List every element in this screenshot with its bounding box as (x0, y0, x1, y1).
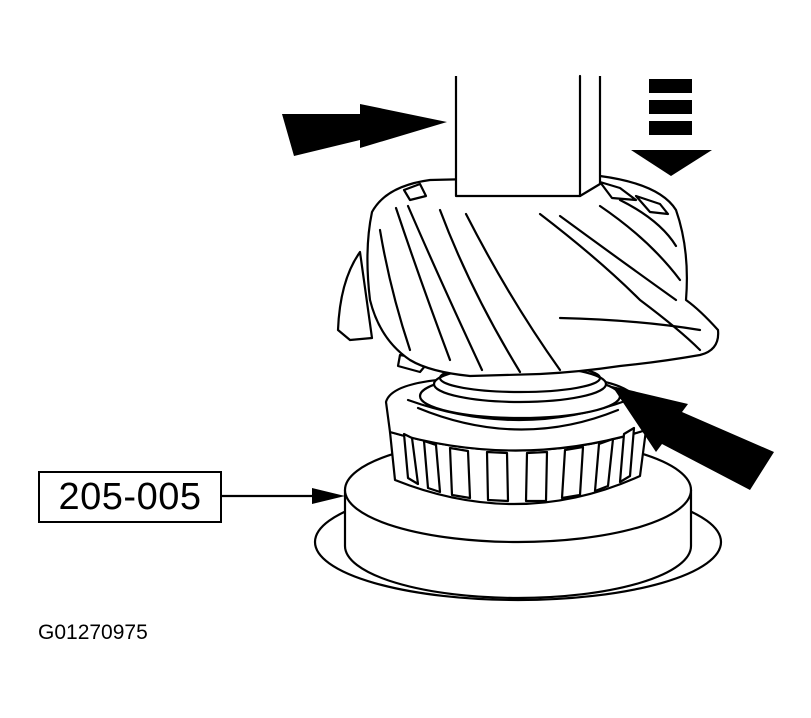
pointer-arrow (282, 104, 447, 156)
press-direction-arrow (631, 79, 712, 176)
pinion-gear (336, 174, 720, 378)
pointer-arrow (612, 386, 774, 490)
figure-id: G01270975 (38, 621, 148, 644)
press-ram (454, 74, 602, 198)
roller-bearing (384, 362, 648, 506)
callout-leader (220, 488, 345, 504)
tool-number-label: 205-005 (38, 471, 222, 523)
